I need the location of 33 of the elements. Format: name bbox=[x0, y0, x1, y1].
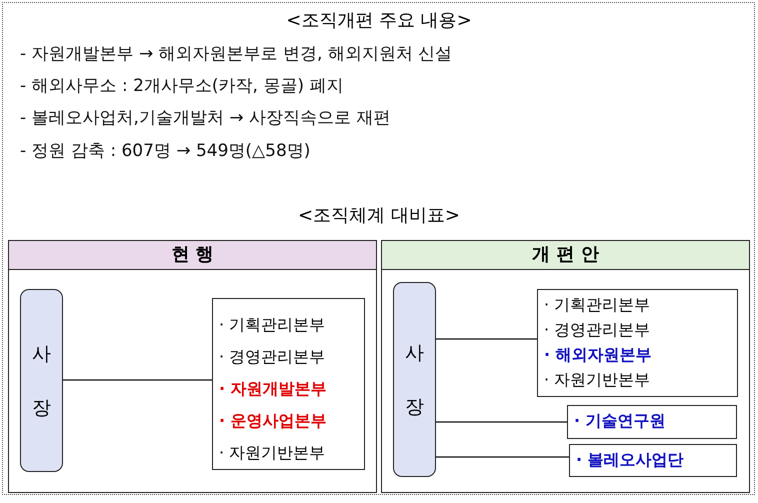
department-name: · 자원기반본부 bbox=[544, 369, 652, 391]
bullet-line: - 정원 감축 : 607명 → 549명(△58명) bbox=[20, 140, 310, 162]
department-box bbox=[569, 444, 737, 477]
connector-line bbox=[63, 379, 212, 381]
president-box bbox=[20, 289, 63, 472]
department-name: · 운영사업본부 bbox=[219, 410, 328, 432]
connector-line bbox=[436, 338, 537, 340]
panel-header: 현 행 bbox=[9, 241, 376, 270]
department-box bbox=[212, 298, 365, 470]
box-text: 사 장 bbox=[404, 340, 424, 420]
box-text: 사 장 bbox=[32, 342, 52, 420]
department-box bbox=[567, 405, 737, 439]
department-name: · 자원기반본부 bbox=[219, 442, 326, 464]
bullet-line: - 볼레오사업처,기술개발처 → 사장직속으로 재편 bbox=[20, 107, 390, 129]
panel bbox=[381, 240, 750, 493]
panel-header: 개 편 안 bbox=[382, 241, 749, 270]
department-name: · 기획관리본부 bbox=[544, 294, 652, 316]
department-name: · 경영관리본부 bbox=[544, 319, 652, 341]
heading: <조직개편 주요 내용> bbox=[285, 9, 473, 32]
department-name: · 볼레오사업단 bbox=[576, 449, 685, 471]
bullet-line: - 자원개발본부 → 해외자원본부로 변경, 해외지원처 신설 bbox=[20, 43, 452, 65]
subheading: <조직체계 대비표> bbox=[297, 204, 461, 227]
connector-line bbox=[436, 421, 567, 423]
department-name: · 기술연구원 bbox=[574, 410, 667, 432]
department-name: · 경영관리본부 bbox=[219, 346, 326, 368]
president-box bbox=[393, 282, 436, 477]
department-name: · 해외자원본부 bbox=[544, 344, 653, 366]
department-name: · 자원개발본부 bbox=[219, 378, 328, 400]
department-box bbox=[537, 289, 738, 397]
panel bbox=[8, 240, 377, 493]
bullet-line: - 해외사무소 : 2개사무소(카작, 몽골) 폐지 bbox=[20, 75, 344, 97]
connector-line bbox=[436, 456, 569, 458]
department-name: · 기획관리본부 bbox=[219, 314, 326, 336]
